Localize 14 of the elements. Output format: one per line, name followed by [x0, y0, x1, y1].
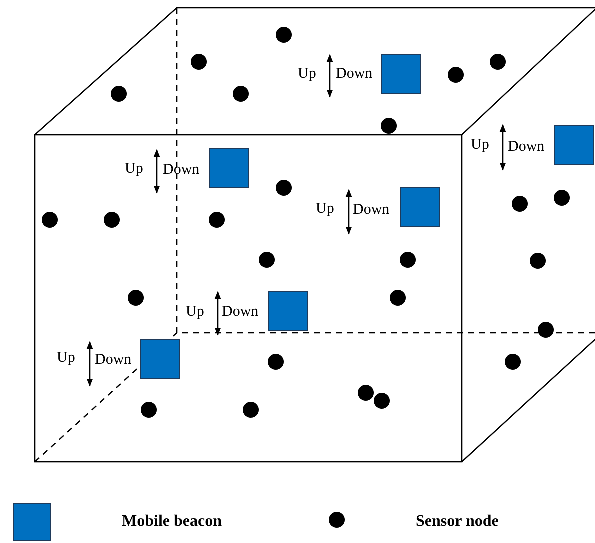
- direction-label: Up: [186, 304, 204, 321]
- direction-label: Down: [508, 139, 545, 156]
- direction-label: Up: [471, 137, 490, 154]
- direction-label: Up: [57, 350, 76, 367]
- direction-label: Down: [222, 304, 259, 321]
- legend-label: Mobile beacon: [122, 513, 222, 531]
- direction-label: Down: [336, 66, 373, 83]
- direction-label: Up: [298, 66, 316, 83]
- direction-label: Up: [316, 201, 334, 218]
- direction-label: Up: [125, 161, 144, 178]
- direction-label: Down: [353, 202, 390, 219]
- legend-label: Sensor node: [416, 513, 499, 531]
- direction-label: Down: [95, 352, 132, 369]
- direction-label: Down: [163, 162, 200, 179]
